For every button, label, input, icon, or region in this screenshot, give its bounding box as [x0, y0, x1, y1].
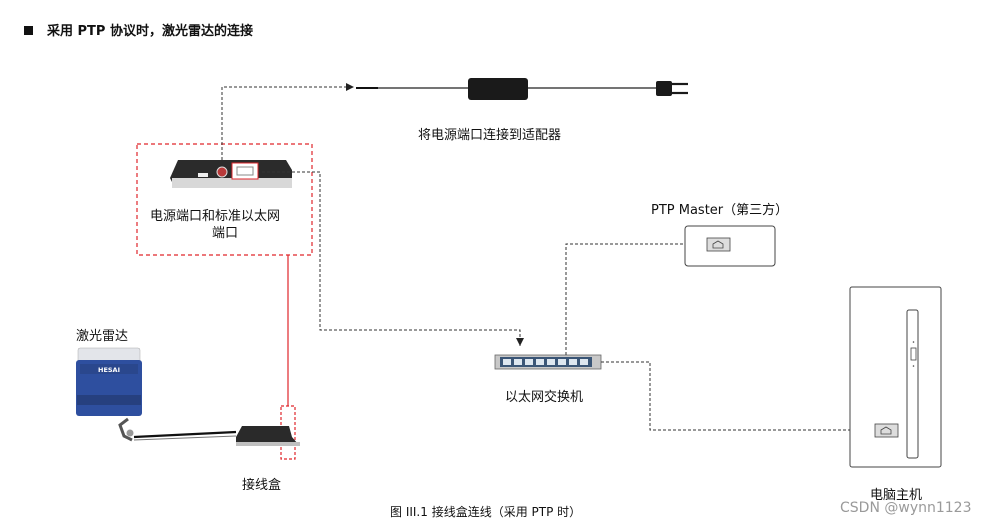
- computer-tower: [849, 286, 942, 468]
- junction-box-device: [236, 426, 298, 444]
- lidar-brand-text: HESAI: [98, 366, 120, 374]
- arrowhead: [346, 83, 354, 91]
- ethernet-port-icon: [231, 162, 259, 180]
- section-header: 采用 PTP 协议时，激光雷达的连接: [24, 20, 253, 39]
- power-dashed-line: [221, 86, 346, 170]
- ptp-dashed-line: [565, 243, 697, 355]
- eth-dashed-line: [262, 171, 521, 346]
- ptp-master-label: PTP Master（第三方）: [651, 203, 789, 218]
- power-adapter-brick: [468, 78, 528, 100]
- port-label-line1: 电源端口和标准以太网: [150, 209, 281, 224]
- computer-label: 电脑主机: [870, 488, 923, 503]
- port-highlight-box: [136, 143, 313, 256]
- lidar-top: [77, 347, 141, 363]
- junction-box-label: 接线盒: [242, 478, 282, 493]
- ac-plug-icon: [656, 81, 672, 96]
- switch-label: 以太网交换机: [505, 390, 584, 405]
- figure-caption: 图 III.1 接线盒连线（采用 PTP 时）: [390, 505, 582, 519]
- port-label-line2: 端口: [212, 226, 239, 241]
- square-bullet-icon: [24, 26, 33, 35]
- header-text: 采用 PTP 协议时，激光雷达的连接: [47, 24, 253, 39]
- lidar-label: 激光雷达: [76, 329, 129, 344]
- power-port-icon: [216, 166, 228, 178]
- power-adapter-label: 将电源端口连接到适配器: [418, 128, 562, 143]
- watermark: CSDN @wynn1123: [840, 500, 972, 516]
- pc-dashed-line: [601, 361, 862, 431]
